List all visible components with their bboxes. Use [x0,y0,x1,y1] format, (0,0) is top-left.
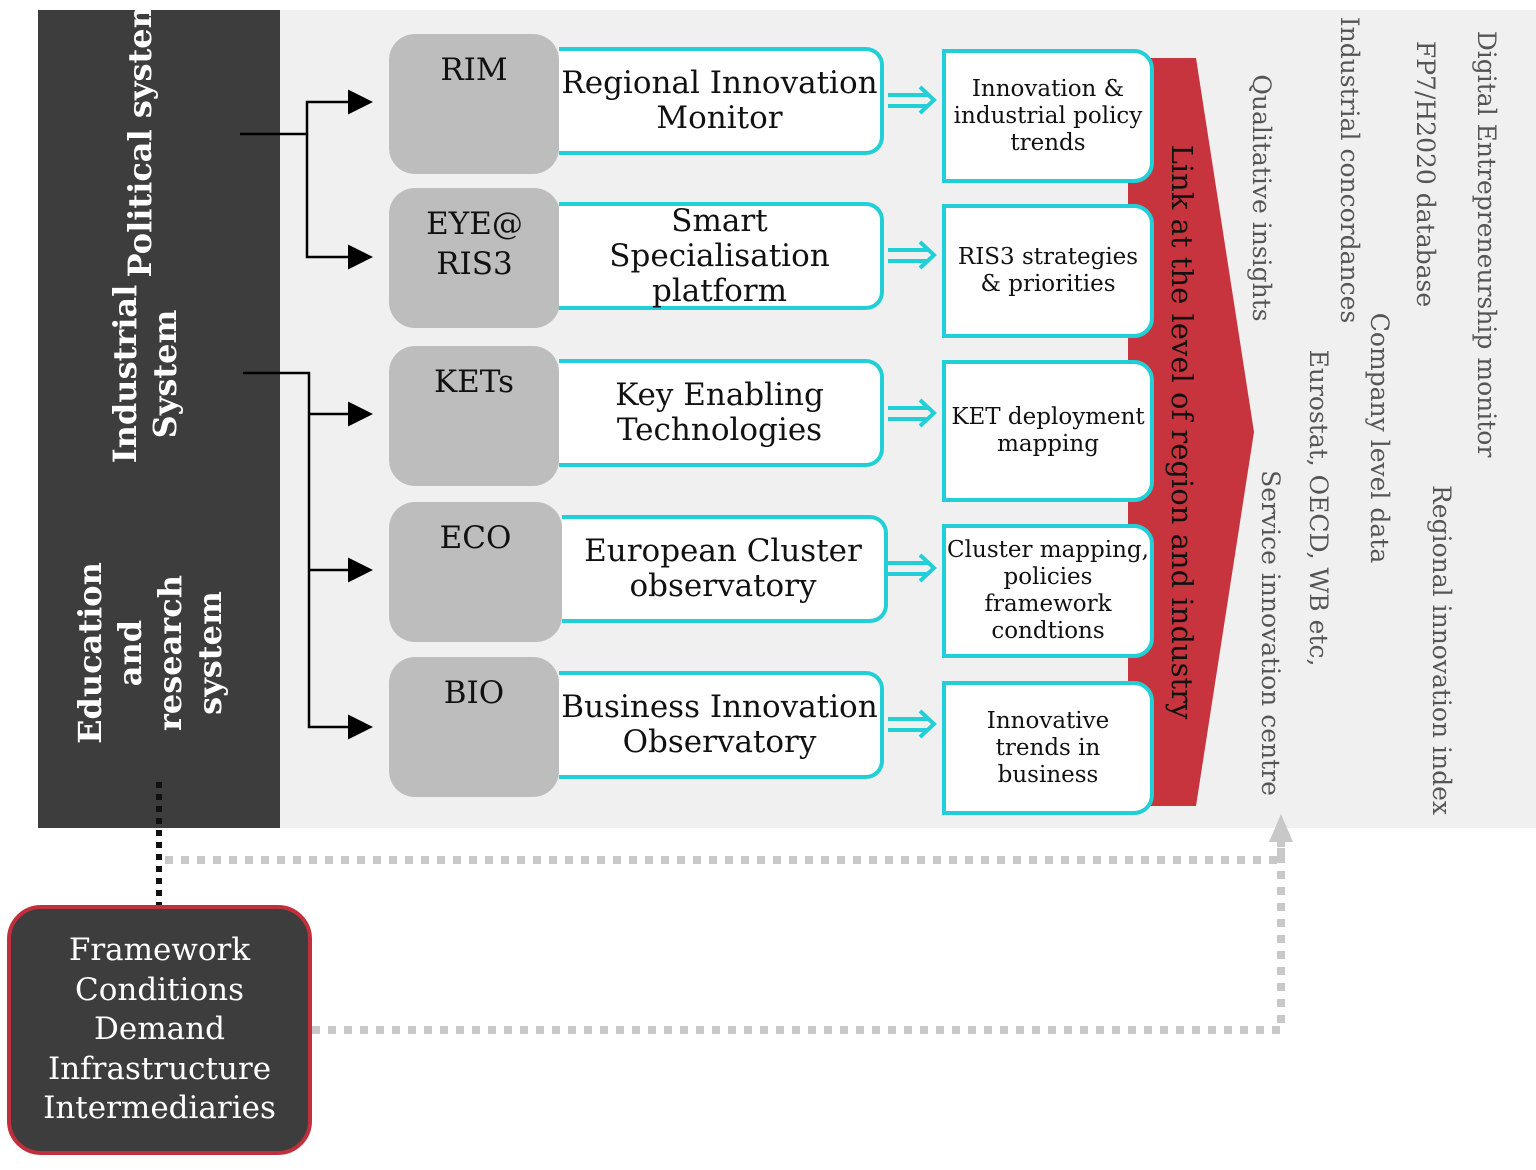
output-ket-mapping: KET deployment mapping [942,360,1154,502]
source-fp7-h2020: FP7/H2020 database [1411,40,1440,308]
feedback-arrowhead [1269,814,1293,842]
source-company-level-data: Company level data [1365,312,1394,564]
output-cluster-mapping: Cluster mapping, policies framework cond… [942,524,1154,658]
source-service-innovation-centre: Service innovation centre [1256,470,1285,796]
region-industry-arrow [1128,58,1254,806]
abbr-bio: BIO [389,657,559,797]
tool-regional-innovation-monitor: Regional Innovation Monitor [559,47,884,155]
abbr-kets: KETs [389,346,559,486]
tool-key-enabling-technologies: Key Enabling Technologies [559,359,884,467]
framework-line: Intermediaries [43,1090,276,1127]
abbr-rim: RIM [389,34,559,174]
tool-european-cluster-observatory: European Cluster observatory [562,515,888,623]
source-qualitative-insights: Qualitative insights [1247,74,1276,322]
output-policy-trends: Innovation & industrial policy trends [942,49,1154,183]
abbr-eye-ris3: EYE@ RIS3 [389,188,560,328]
framework-line: Framework [68,932,251,969]
double-arrows [888,85,937,739]
region-industry-label: Link at the level of region and industry [1165,144,1199,720]
framework-feedback-dotted [165,840,1285,1034]
tool-smart-specialisation: Smart Specialisation platform [559,202,884,310]
abbr-eco: ECO [389,502,562,642]
framework-line: Infrastructure [47,1050,272,1087]
source-regional-innovation-index: Regional innovation index [1427,484,1456,816]
tool-business-innovation-observatory: Business Innovation Observatory [559,671,884,779]
source-eurostat-oecd-wb: Eurostat, OECD, WB etc, [1304,349,1333,667]
framework-line: Demand [94,1011,225,1048]
framework-conditions-box: Framework Conditions Demand Infrastructu… [7,905,312,1155]
systems-column [38,10,280,828]
output-ris3-strategies: RIS3 strategies & priorities [942,204,1154,338]
source-digital-entrepreneurship-monitor: Digital Entrepreneurship monitor [1472,30,1501,458]
source-industrial-concordances: Industrial concordances [1335,16,1364,324]
political-connector [240,89,373,270]
industrial-connector [243,371,373,740]
output-innovative-trends: Innovative trends in business [942,681,1154,815]
framework-line: Conditions [74,971,245,1008]
